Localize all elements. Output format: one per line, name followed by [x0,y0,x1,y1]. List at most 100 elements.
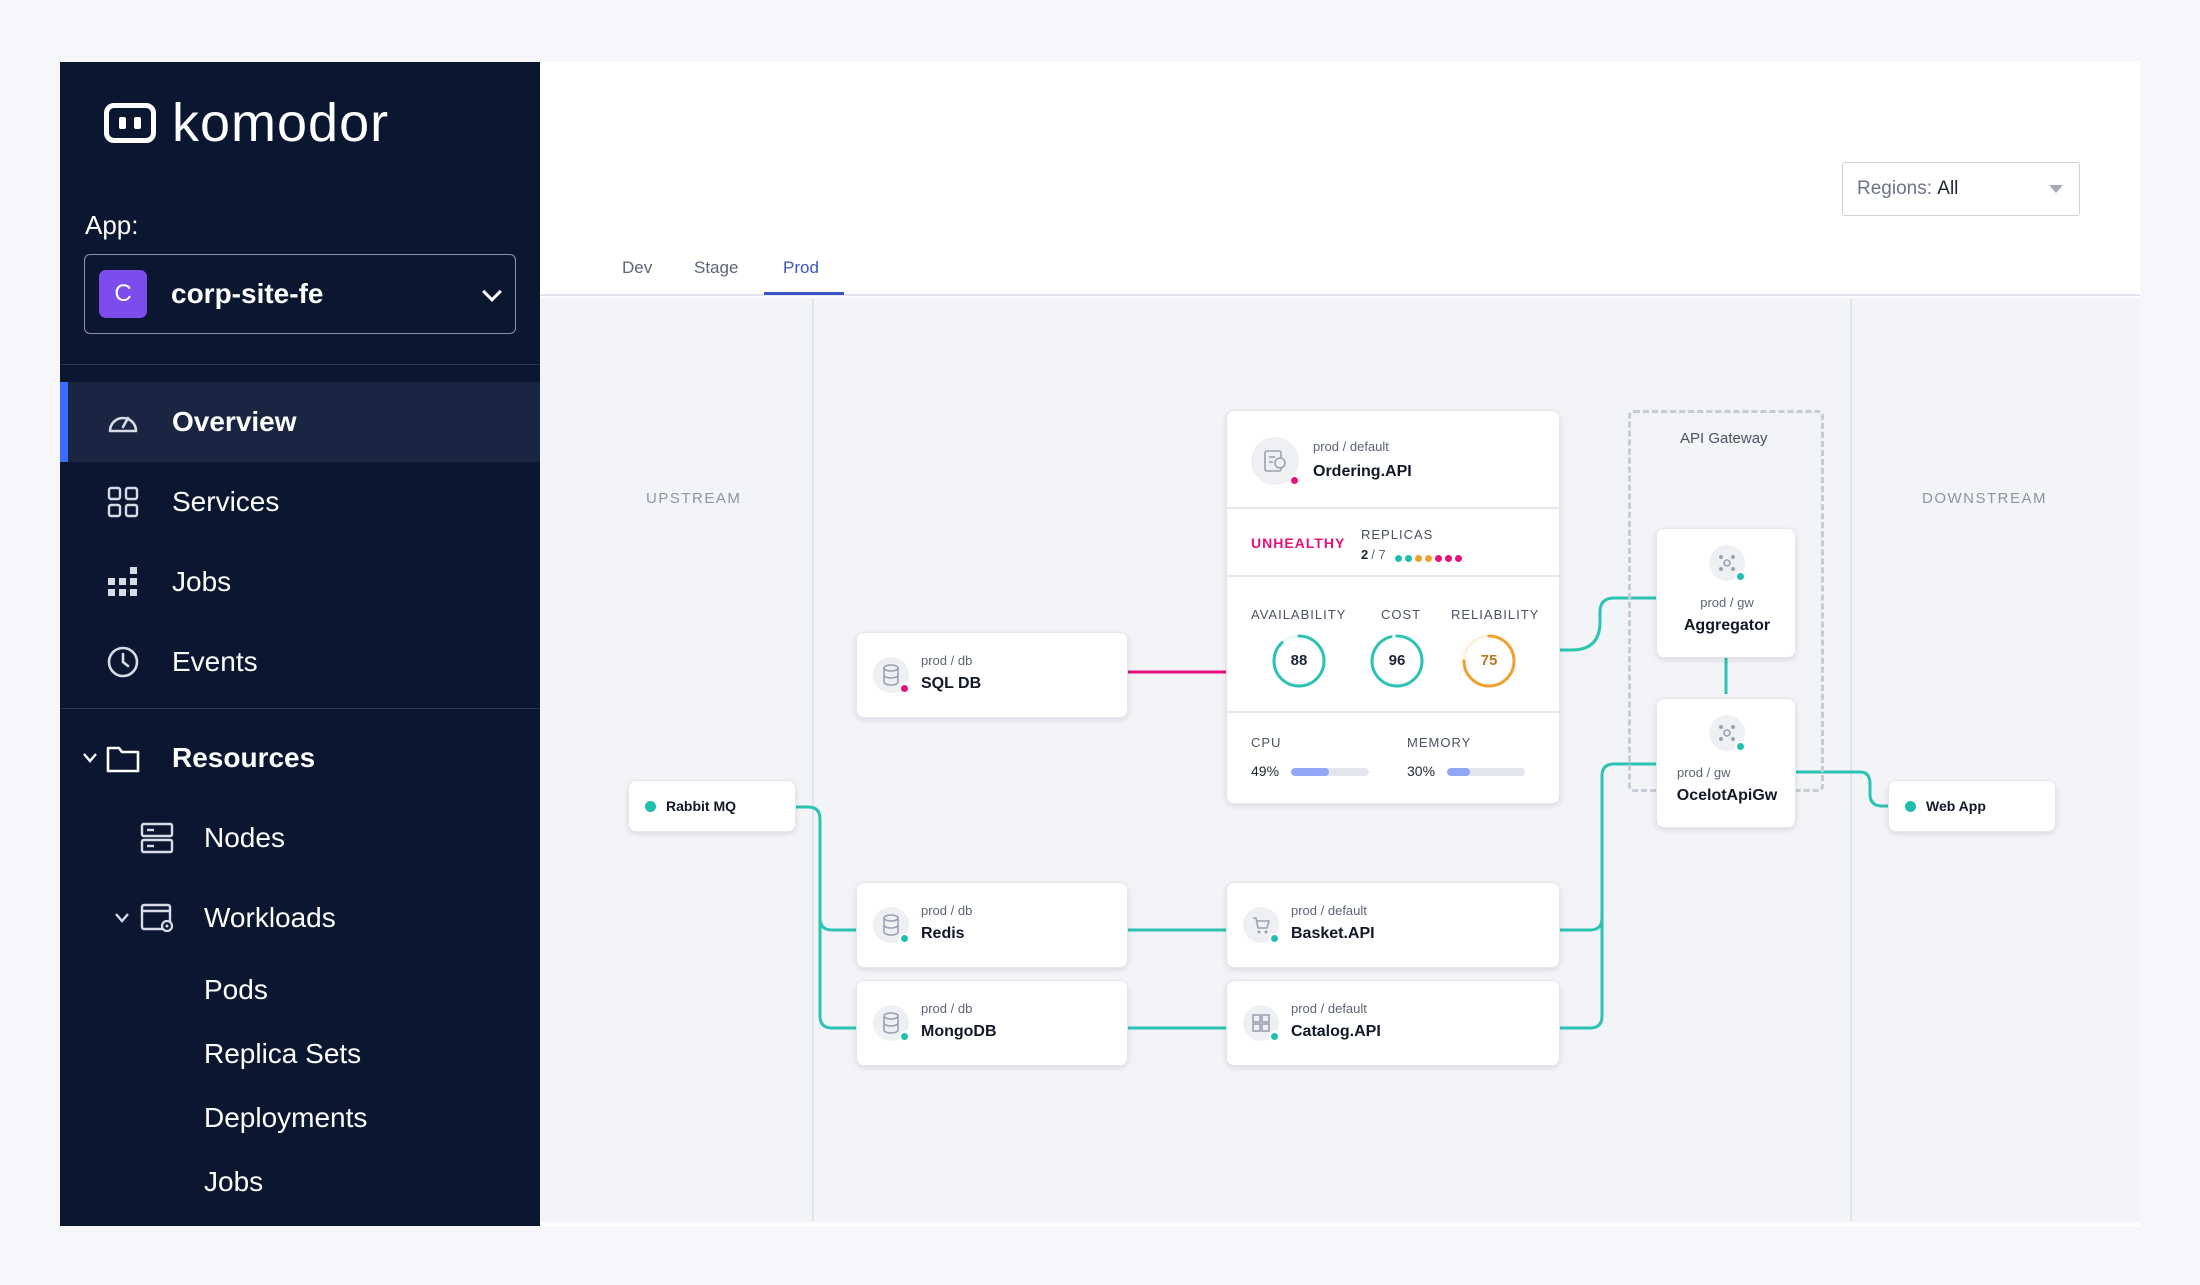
availability-value: 88 [1290,652,1308,669]
rabbit-mq-node[interactable]: Rabbit MQ [628,780,796,832]
availability-gauge: 88 [1271,633,1327,689]
nav-label-workloads: Workloads [204,902,336,933]
chevron-down-icon [482,282,502,302]
nav-label-overview: Overview [172,406,297,437]
namespace: prod / gw [1677,765,1731,780]
nav-item-overview[interactable]: Overview [60,382,540,462]
sidebar-divider [60,364,540,365]
service-map: UPSTREAM DOWNSTREAM Rabbit MQ Web App [540,298,2140,1222]
status-dot [1269,1031,1280,1042]
service-name: MongoDB [921,1023,997,1040]
regions-value: All [1937,178,1959,199]
nav-item-events[interactable]: Events [60,622,540,702]
downstream-column-divider [1850,298,1852,1222]
reliability-label: RELIABILITY [1451,607,1540,622]
replica-dot [1405,555,1412,562]
downstream-label: DOWNSTREAM [1922,490,2047,507]
nav-item-workloads[interactable]: Workloads [60,878,540,958]
ocelot-api-gw-node[interactable]: prod / gw OcelotApiGw [1656,698,1796,828]
cpu-bar-fill [1291,768,1330,776]
app-selector[interactable]: C corp-site-fe [84,254,516,334]
active-tab-indicator [764,292,844,295]
namespace: prod / default [1291,1001,1367,1016]
nav-item-jobs[interactable]: Jobs [60,542,540,622]
namespace: prod / db [921,903,973,918]
catalog-api-node[interactable]: prod / default Catalog.API [1226,980,1560,1066]
status-dot [1735,571,1746,582]
namespace: prod / gw [1700,595,1754,610]
status-dot [899,1031,910,1042]
card-divider [1227,575,1559,577]
tab-stage[interactable]: Stage [694,258,739,277]
status-dot [1735,741,1746,752]
sidebar: komodor App: C corp-site-fe Overview Ser… [60,62,540,1226]
server-icon [140,822,174,854]
service-name: SQL DB [921,675,982,692]
nav-item-replica-sets[interactable]: Replica Sets [204,1038,362,1069]
nav-item-nodes[interactable]: Nodes [60,798,540,878]
folder-icon [106,746,140,773]
health-status: UNHEALTHY [1251,535,1346,551]
brand-name: komodor [172,93,390,153]
status-dot [1289,475,1300,486]
aggregator-node[interactable]: prod / gw Aggregator [1656,528,1796,658]
memory-label: MEMORY [1407,735,1472,750]
replica-dot [1415,555,1422,562]
replica-dot [1395,555,1402,562]
sql-db-node[interactable]: prod / db SQL DB [856,632,1128,718]
replicas-current: 2 [1361,547,1369,562]
cpu-label: CPU [1251,735,1282,750]
memory-bar [1447,768,1525,776]
nav-item-pods[interactable]: Pods [204,974,268,1005]
memory-bar-fill [1447,768,1471,776]
namespace: prod / default [1313,439,1389,454]
api-gateway-title: API Gateway [1680,430,1768,447]
mongodb-node[interactable]: prod / db MongoDB [856,980,1128,1066]
chevron-down-icon [115,913,129,923]
redis-node[interactable]: prod / db Redis [856,882,1128,968]
nav-label-jobs: Jobs [172,566,232,597]
replica-dot [1455,555,1462,562]
gauge-icon [108,416,138,433]
catalog-grid-icon [1243,1005,1279,1041]
cpu-bar [1291,768,1369,776]
clock-icon [107,646,139,678]
nav-item-workload-jobs[interactable]: Jobs [204,1166,264,1197]
tab-prod[interactable]: Prod [783,258,819,277]
caret-down-icon [2049,185,2063,193]
nav-label-nodes: Nodes [204,822,285,853]
basket-api-node[interactable]: prod / default Basket.API [1226,882,1560,968]
connection-lines [795,596,1890,1030]
card-divider [1227,711,1559,713]
tab-dev[interactable]: Dev [622,258,653,277]
sidebar-divider [60,708,540,709]
memory-value: 30% [1407,763,1436,779]
reliability-gauge: 75 [1461,633,1517,689]
status-dot [899,683,910,694]
komodor-logo-icon [104,103,156,143]
service-name: Catalog.API [1291,1023,1381,1040]
card-divider [1227,507,1559,509]
regions-dropdown[interactable]: Regions: All [1842,162,2080,216]
workload-window-icon [140,903,174,933]
replica-dot [1445,555,1452,562]
nav-item-resources[interactable]: Resources [60,718,540,798]
replicas-total: / 7 [1371,547,1386,562]
app-name: corp-site-fe [171,278,324,309]
ordering-api-node[interactable]: prod / default Ordering.API UNHEALTHY RE… [1226,410,1560,804]
service-name: Redis [921,925,965,942]
nav-item-deployments[interactable]: Deployments [204,1102,368,1133]
upstream-column-divider [812,298,814,1222]
komodor-logo[interactable]: komodor [104,96,389,150]
web-app-node[interactable]: Web App [1888,780,2056,832]
jobs-dots-icon [108,567,137,596]
nav-item-services[interactable]: Services [60,462,540,542]
grid-icon [107,486,139,518]
namespace: prod / db [921,1001,973,1016]
app-avatar: C [99,270,147,318]
reliability-value: 75 [1480,652,1498,669]
replicas-count: 2/ 7 [1361,547,1386,562]
availability-label: AVAILABILITY [1251,607,1347,622]
environment-tabs: Dev Stage Prod [540,192,2140,296]
namespace: prod / db [921,653,973,668]
